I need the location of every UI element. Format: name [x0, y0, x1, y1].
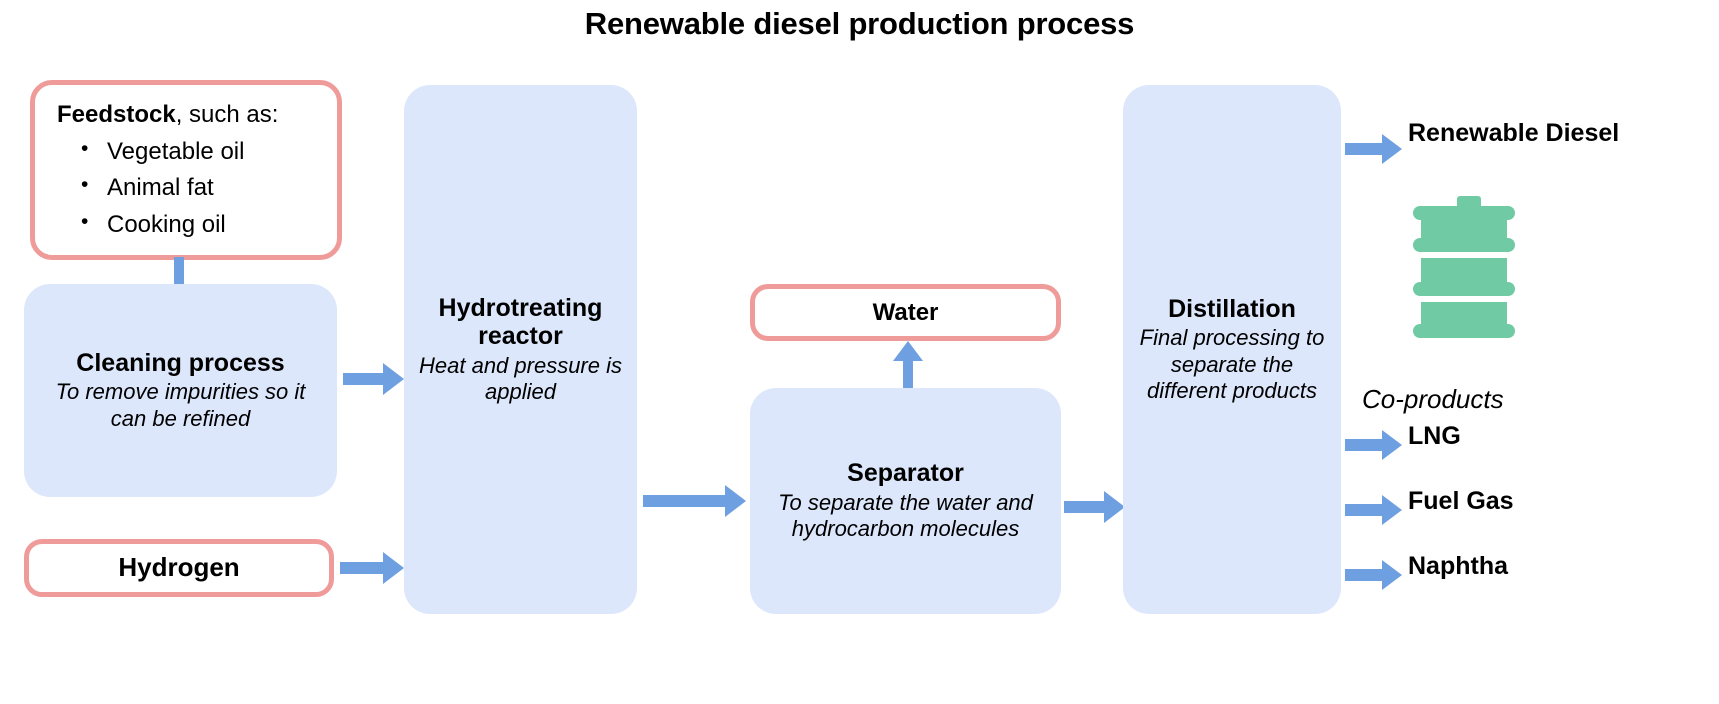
output-label-renewable-diesel: Renewable Diesel [1408, 119, 1620, 147]
list-item: Cooking oil [57, 206, 244, 243]
feedstock-heading-rest: , such as: [175, 101, 279, 128]
hydrogen-title: Hydrogen [118, 552, 240, 583]
water-title: Water [872, 298, 939, 326]
arrow-distillation-to-naphtha [1345, 560, 1403, 590]
arrow-distillation-to-fuel-gas [1345, 495, 1403, 525]
distillation-subtitle: Final processing to separate the differe… [1139, 325, 1325, 403]
output-label-lng: LNG [1408, 422, 1461, 450]
arrow-distillation-to-renewable-diesel [1345, 134, 1403, 164]
output-label-naphtha: Naphtha [1408, 552, 1508, 580]
coproducts-heading: Co-products [1362, 384, 1504, 414]
arrow-separator-to-water [891, 341, 925, 391]
node-water[interactable]: Water [750, 284, 1061, 341]
reactor-title: Hydrotreating reactor [438, 293, 603, 351]
node-hydrogen[interactable]: Hydrogen [24, 539, 334, 597]
node-cleaning-process[interactable]: Cleaning process To remove impurities so… [24, 284, 337, 497]
oil-barrel-icon [1405, 196, 1523, 348]
cleaning-title: Cleaning process [76, 348, 285, 377]
feedstock-heading: Feedstock, such as: [57, 101, 278, 130]
output-label-fuel-gas: Fuel Gas [1408, 487, 1514, 515]
separator-subtitle: To separate the water and hydrocarbon mo… [778, 489, 1033, 542]
arrow-cleaning-to-reactor [343, 363, 405, 395]
list-item: Vegetable oil [57, 133, 244, 170]
distillation-title: Distillation [1168, 294, 1296, 323]
feedstock-list: Vegetable oil Animal fat Cooking oil [57, 133, 244, 243]
arrow-reactor-to-separator [643, 485, 747, 517]
arrow-distillation-to-lng [1345, 430, 1403, 460]
cleaning-subtitle: To remove impurities so it can be refine… [55, 379, 306, 431]
arrow-separator-to-distillation [1064, 491, 1126, 523]
node-distillation[interactable]: Distillation Final processing to separat… [1123, 85, 1341, 614]
feedstock-heading-bold: Feedstock [57, 101, 176, 128]
node-feedstock[interactable]: Feedstock, such as: Vegetable oil Animal… [30, 80, 342, 260]
page-title: Renewable diesel production process [584, 6, 1135, 41]
reactor-subtitle: Heat and pressure is applied [419, 352, 622, 404]
separator-title: Separator [847, 459, 964, 488]
node-separator[interactable]: Separator To separate the water and hydr… [750, 388, 1061, 614]
arrow-hydrogen-to-reactor [340, 552, 405, 584]
node-hydrotreating-reactor[interactable]: Hydrotreating reactor Heat and pressure … [404, 85, 637, 614]
list-item: Animal fat [57, 169, 244, 206]
